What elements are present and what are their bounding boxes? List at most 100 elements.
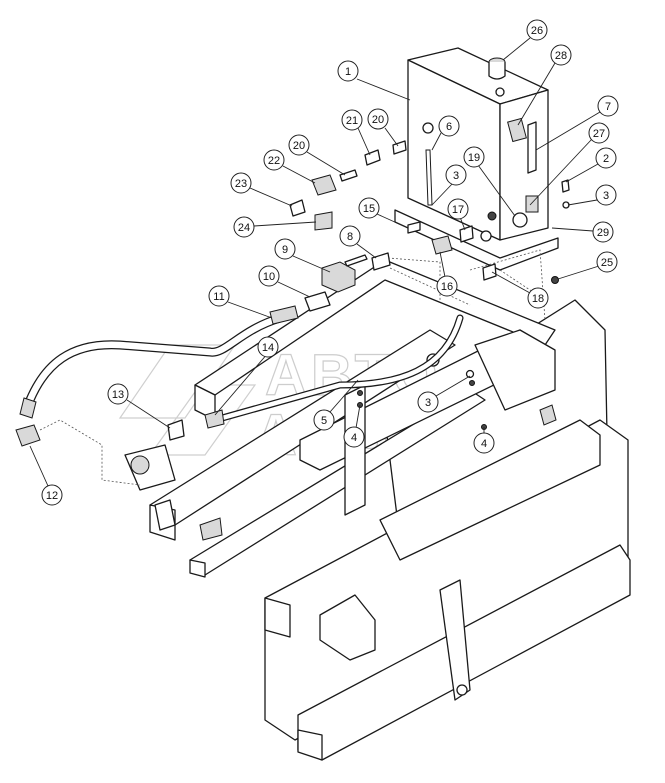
callout-number: 20 [293, 140, 305, 152]
callout-27: 27 [588, 122, 610, 144]
callout-circle [263, 149, 285, 171]
hitch-bracket [154, 499, 176, 531]
callout-2: 2 [595, 147, 617, 169]
callout-number: 4 [481, 438, 487, 450]
thread-nipple-2 [392, 140, 407, 155]
check-valve [431, 235, 453, 255]
callout-circle [343, 426, 365, 448]
callout-6: 6 [438, 115, 460, 137]
ball-valve-handle [344, 254, 368, 267]
callout-number: 15 [363, 203, 375, 215]
tank-fitting [487, 211, 497, 221]
callout-16: 16 [436, 275, 458, 297]
callout-15: 15 [358, 197, 380, 219]
callout-circle [597, 95, 619, 117]
frame-hanger-arm [439, 579, 471, 701]
callouts: 1 2 3 3 3 4 4 5 6 7 8 9 10 [29, 19, 619, 506]
callout-number: 28 [555, 50, 567, 62]
callout-number: 27 [593, 128, 605, 140]
hose-end-fitting-2 [204, 409, 225, 429]
callout-number: 16 [441, 281, 453, 293]
tank-breather [495, 87, 505, 97]
leader-line [292, 255, 331, 273]
frame-bottom-beam-end [297, 729, 323, 761]
callout-19: 19 [463, 146, 485, 168]
frame-bolt [357, 390, 363, 396]
callout-number: 19 [468, 152, 480, 164]
hitch-coupler-ring [130, 455, 150, 475]
callout-8: 8 [339, 225, 361, 247]
mounting-bracket [319, 594, 376, 661]
callout-number: 11 [213, 291, 224, 303]
callout-4-left: 4 [343, 426, 365, 448]
assembly-line-coupler [39, 419, 141, 486]
callout-number: 24 [238, 222, 250, 234]
callout-number: 6 [446, 121, 452, 133]
callout-circle [358, 197, 380, 219]
callout-18: 18 [527, 287, 549, 309]
callout-26: 26 [526, 19, 548, 41]
hose-end-fitting [269, 305, 299, 325]
thread-nipple [339, 169, 358, 182]
leader-line [551, 227, 594, 232]
callout-12: 12 [41, 484, 63, 506]
fittings [15, 140, 570, 486]
callout-number: 1 [345, 66, 351, 78]
callout-5: 5 [313, 409, 335, 431]
leader-line [329, 379, 359, 413]
elbow-fitting [289, 199, 306, 217]
hanger-hole [456, 684, 468, 696]
callout-number: 22 [268, 155, 280, 167]
callout-7: 7 [597, 95, 619, 117]
callout-number: 3 [425, 397, 431, 409]
callout-circle [417, 391, 439, 413]
leader-line [529, 138, 593, 206]
frame-lower-rail-end [189, 559, 206, 578]
leader-line [502, 37, 531, 61]
leader-line [227, 301, 273, 319]
callout-circle [339, 225, 361, 247]
callout-circle [341, 109, 363, 131]
leader-line [384, 127, 399, 147]
callout-circle [445, 164, 467, 186]
callout-number: 14 [262, 342, 274, 354]
leader-line [376, 213, 409, 229]
tee-fitting [364, 149, 381, 166]
callout-22: 22 [263, 149, 285, 171]
callout-circle [367, 108, 389, 130]
callout-13: 13 [107, 383, 129, 405]
callout-circle [230, 172, 252, 194]
callout-circle [288, 134, 310, 156]
callout-circle [592, 221, 614, 243]
callout-circle [107, 383, 129, 405]
callout-circle [596, 251, 618, 273]
callout-number: 25 [601, 257, 613, 269]
callout-10: 10 [258, 265, 280, 287]
leader-line [356, 243, 377, 259]
callout-3-right: 3 [595, 184, 617, 206]
filter-element [314, 211, 333, 231]
frame-bolt [469, 380, 475, 386]
callout-circle [550, 44, 572, 66]
tank-filler-neck [488, 62, 506, 80]
callout-number: 18 [532, 293, 544, 305]
callout-circle [527, 287, 549, 309]
leader-line [277, 281, 311, 298]
callout-circle [595, 147, 617, 169]
leader-line [491, 271, 531, 294]
leader-line [557, 265, 600, 280]
callout-11: 11 [208, 285, 230, 307]
leader-line [567, 199, 598, 206]
callout-circle [337, 60, 359, 82]
tank-return-port [422, 122, 434, 134]
frame-gusset [474, 329, 556, 411]
callout-circle [257, 336, 279, 358]
callout-number: 8 [347, 231, 353, 243]
elbow-18 [482, 263, 497, 281]
leader-line [435, 375, 471, 397]
callout-circle [41, 484, 63, 506]
callout-number: 10 [263, 271, 275, 283]
assembly-line [387, 249, 546, 321]
callout-25: 25 [596, 251, 618, 273]
